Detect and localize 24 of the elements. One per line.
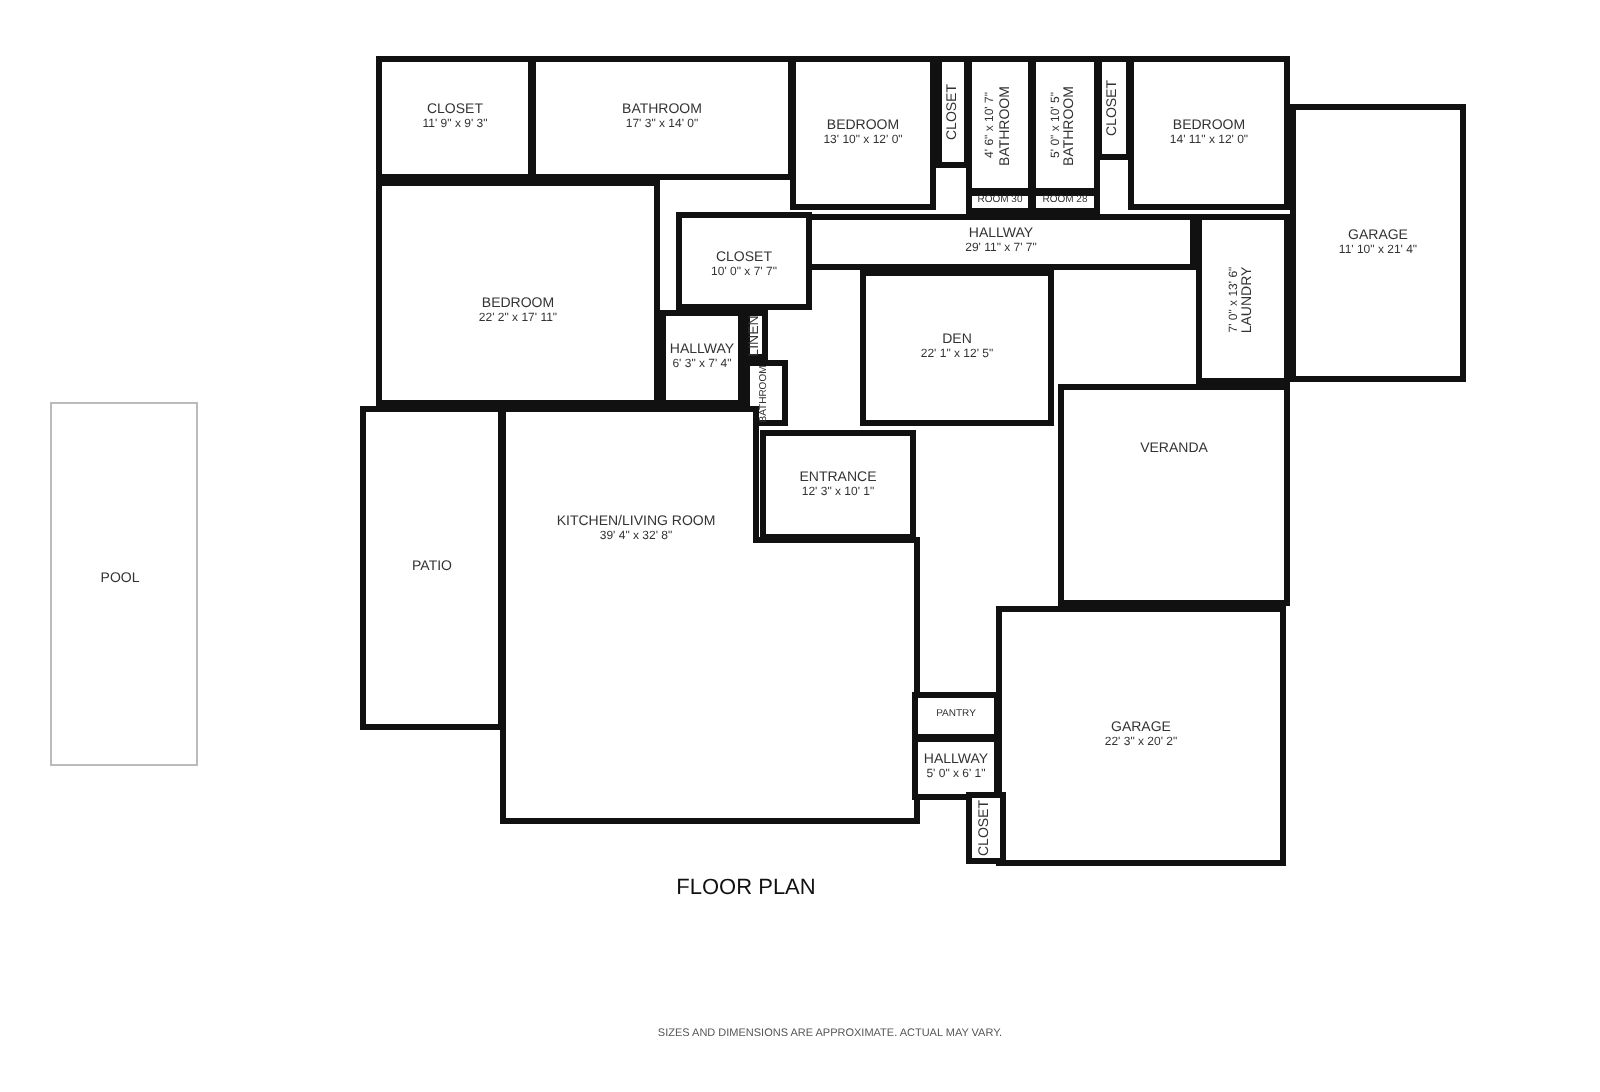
room bbox=[966, 792, 1006, 864]
room bbox=[376, 180, 660, 406]
room bbox=[530, 56, 794, 180]
room bbox=[806, 214, 1196, 270]
room bbox=[966, 190, 1034, 214]
room bbox=[676, 212, 812, 310]
room bbox=[360, 406, 504, 730]
room bbox=[376, 56, 534, 180]
room bbox=[1030, 56, 1100, 194]
room bbox=[760, 430, 916, 540]
room bbox=[912, 736, 1000, 800]
room bbox=[966, 56, 1034, 194]
room bbox=[1030, 190, 1100, 214]
room bbox=[1290, 104, 1466, 382]
room bbox=[860, 270, 1054, 426]
room bbox=[1196, 214, 1290, 384]
room bbox=[660, 310, 744, 406]
room bbox=[912, 692, 1000, 740]
room bbox=[996, 606, 1286, 866]
room bbox=[790, 56, 936, 210]
plan-title: FLOOR PLAN bbox=[676, 876, 816, 900]
room bbox=[1128, 56, 1290, 210]
room bbox=[50, 402, 198, 766]
room bbox=[1058, 384, 1290, 606]
